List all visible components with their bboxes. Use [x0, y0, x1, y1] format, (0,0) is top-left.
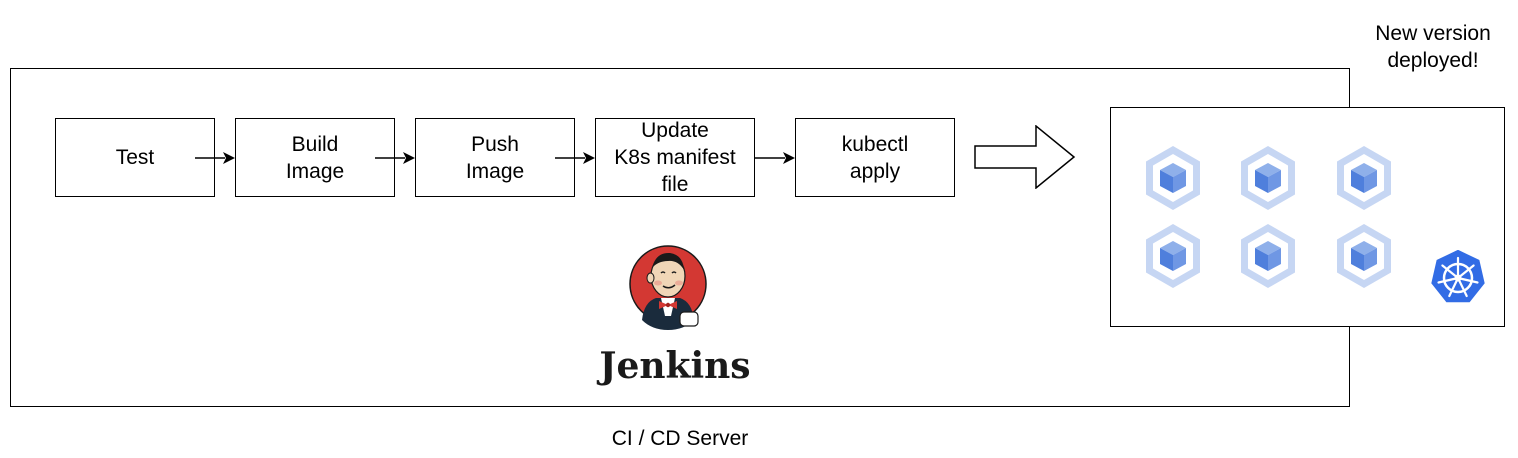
jenkins-butler-logo [629, 245, 707, 330]
deploy-caption: New version deployed! [1375, 22, 1491, 72]
pod-cube-icon [1146, 146, 1200, 210]
arrow-push-to-update [555, 152, 595, 164]
pod-cube-icon [1337, 146, 1391, 210]
pod-cube-icon [1241, 146, 1295, 210]
server-caption: CI / CD Server [611, 427, 749, 450]
step-kubectl-apply: kubectl apply [795, 118, 955, 197]
step-build-image: Build Image [235, 118, 395, 197]
step-push-image: Push Image [415, 118, 575, 197]
pod-cube-icon [1146, 224, 1200, 288]
deploy-arrow [974, 125, 1076, 189]
step-test: Test [55, 118, 215, 197]
step-update-manifest: Update K8s manifest file [595, 118, 755, 197]
pod-cube-icon [1337, 224, 1391, 288]
arrow-test-to-build [195, 152, 235, 164]
arrow-update-to-apply [755, 152, 795, 164]
jenkins-wordmark: Jenkins [599, 345, 751, 387]
pod-cube-icon [1241, 224, 1295, 288]
kubernetes-helm-wheel-icon [1429, 248, 1487, 304]
arrow-build-to-push [375, 152, 415, 164]
